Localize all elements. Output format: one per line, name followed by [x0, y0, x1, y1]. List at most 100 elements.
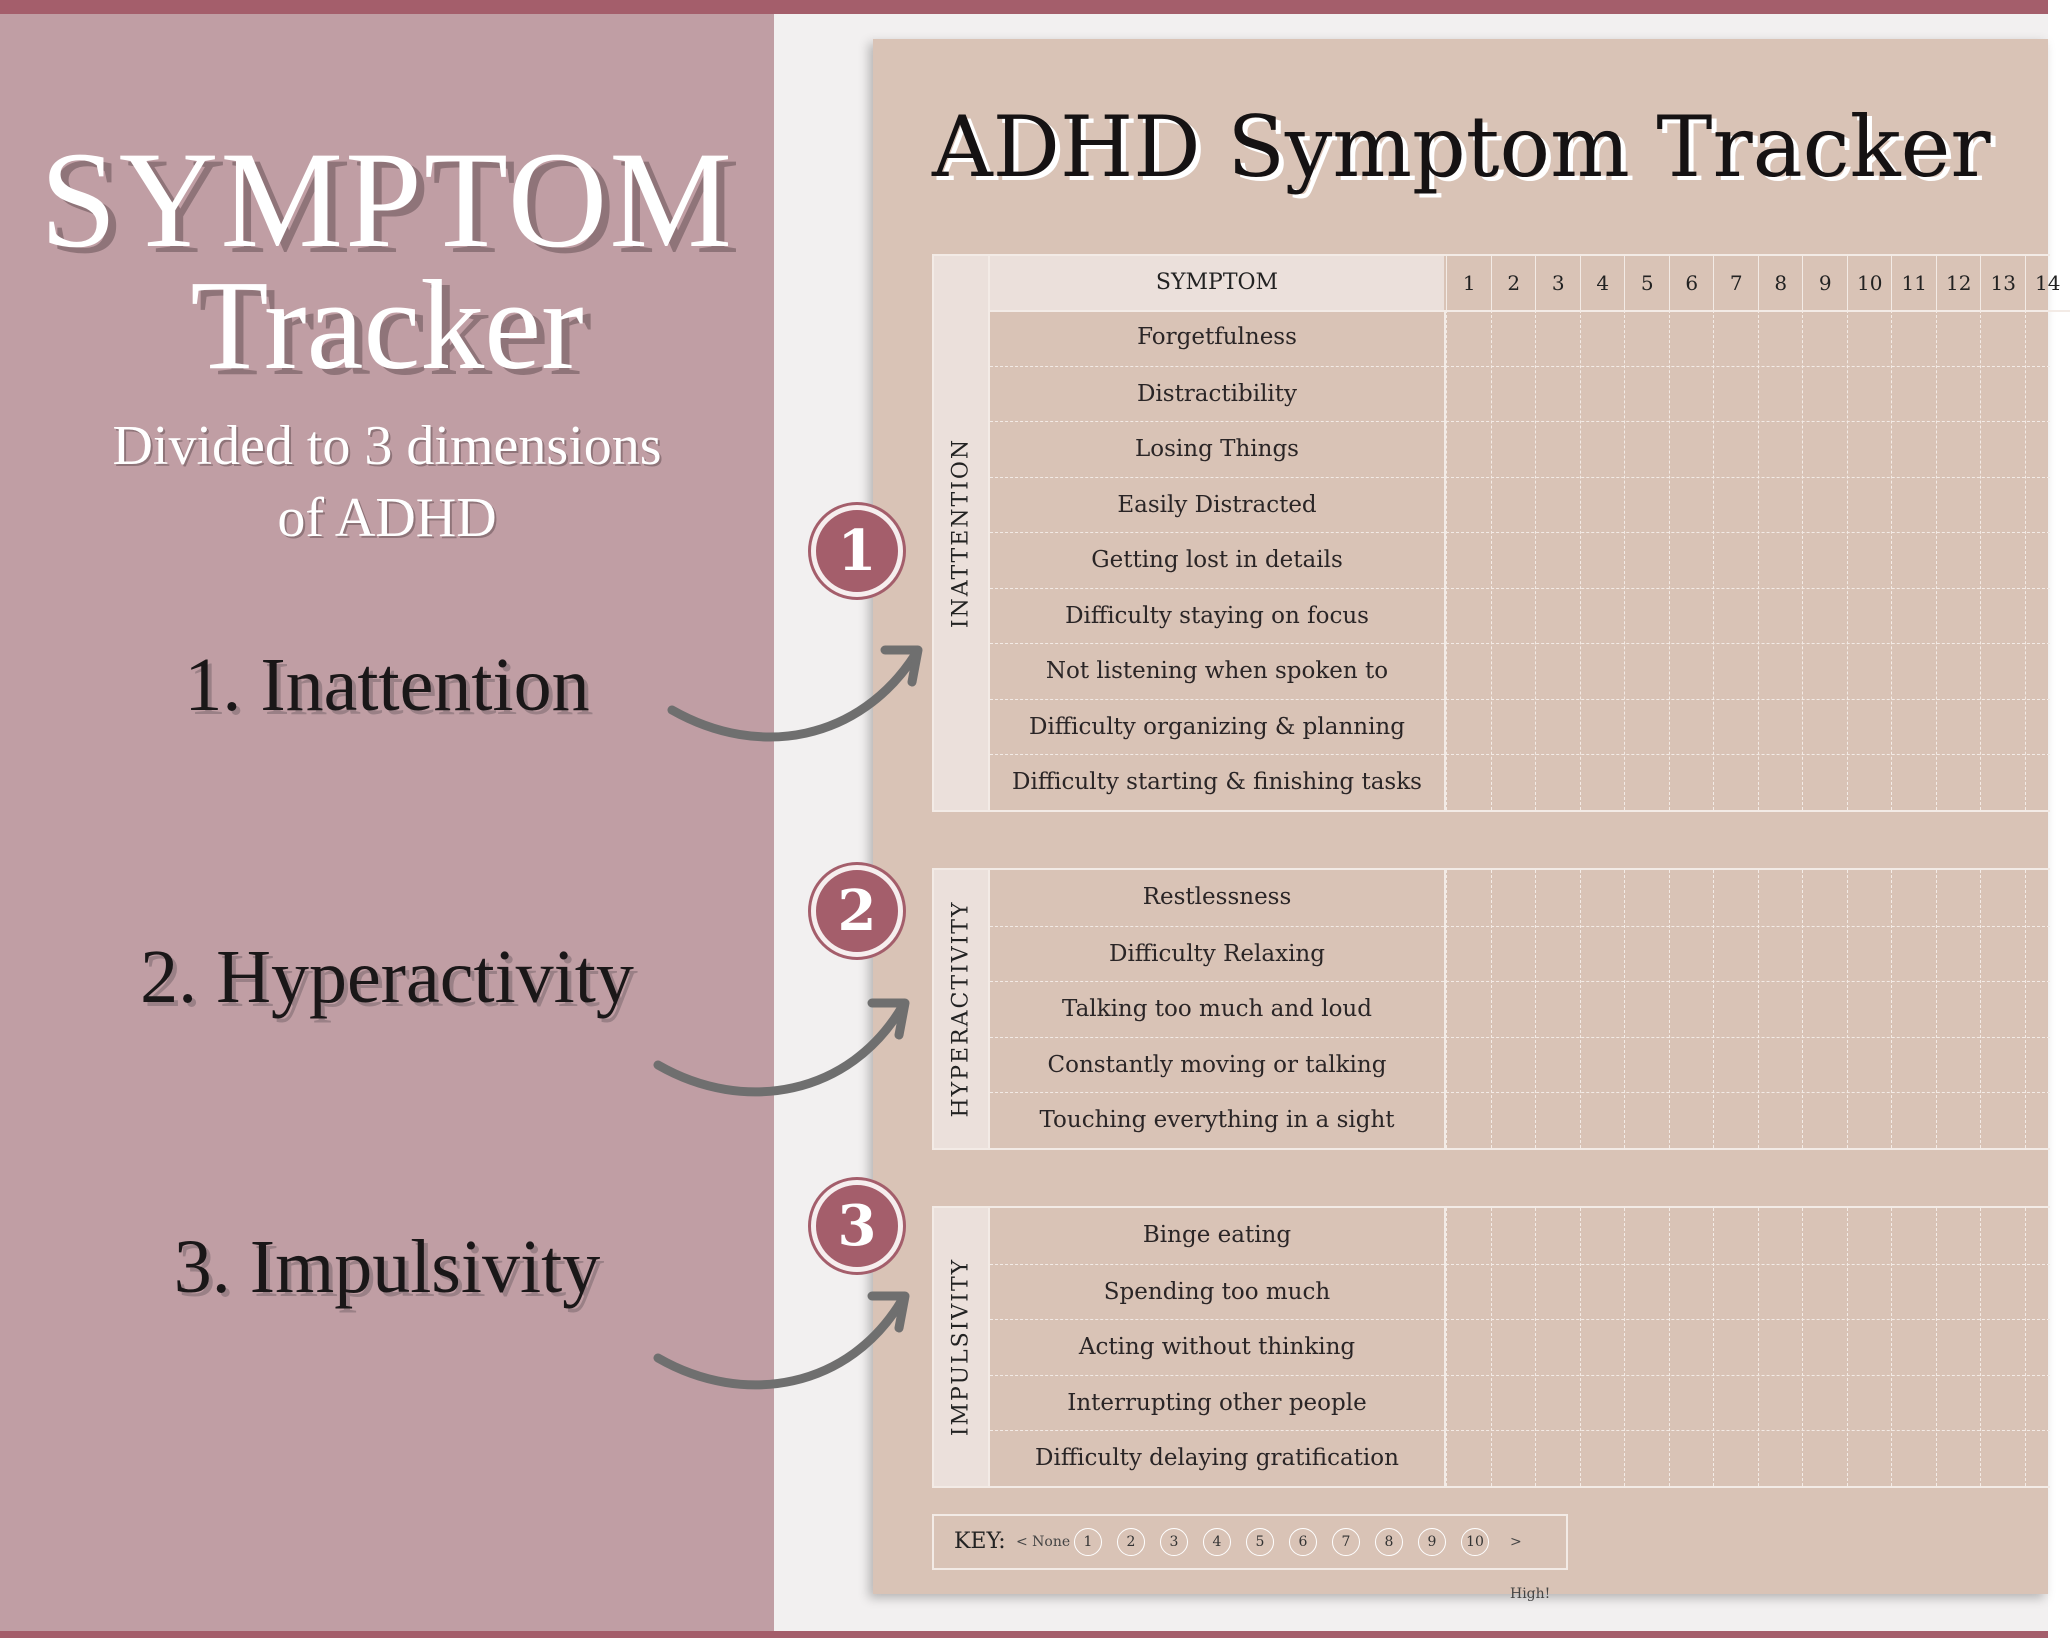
dimension-label-inattention: 1. Inattention: [184, 643, 590, 727]
tracking-grid[interactable]: [1446, 1208, 2050, 1486]
grid-column[interactable]: [1757, 310, 1804, 810]
key-level-circle: 6: [1289, 1528, 1317, 1556]
promo-title-line2: Tracker: [190, 254, 584, 396]
grid-column[interactable]: [1579, 1208, 1626, 1486]
grid-column[interactable]: [1624, 1208, 1670, 1486]
grid-column[interactable]: [1980, 1208, 2026, 1486]
grid-row-line: [1446, 925, 2050, 927]
grid-column[interactable]: [1713, 1208, 1759, 1486]
grid-column[interactable]: [1668, 870, 1715, 1148]
symptom-row-label: Losing Things: [990, 421, 1444, 478]
key-high-label: > High!: [1510, 1534, 1551, 1602]
key-label: KEY:: [954, 1529, 1006, 1554]
badge-3-icon: 3: [811, 1180, 903, 1272]
symptom-row-label: Interrupting other people: [990, 1374, 1444, 1432]
bottom-border: [0, 1631, 2048, 1638]
grid-column[interactable]: [1846, 1208, 1893, 1486]
grid-column[interactable]: [1802, 870, 1848, 1148]
section-label: INATTENTION: [934, 256, 990, 810]
grid-row-line: [1446, 587, 2050, 589]
symptom-row-label: Spending too much: [990, 1263, 1444, 1321]
grid-column[interactable]: [1935, 310, 1982, 810]
grid-column[interactable]: [1713, 310, 1759, 810]
grid-column[interactable]: [1935, 1208, 1982, 1486]
grid-column[interactable]: [1935, 870, 1982, 1148]
section-label: HYPERACTIVITY: [934, 870, 990, 1148]
grid-column[interactable]: [1579, 870, 1626, 1148]
grid-column[interactable]: [1891, 1208, 1937, 1486]
tracking-grid[interactable]: [1446, 870, 2050, 1148]
grid-column[interactable]: [1757, 1208, 1804, 1486]
day-column-header: 8: [1757, 256, 1803, 312]
grid-column[interactable]: [1490, 310, 1537, 810]
symptom-row-label: Easily Distracted: [990, 476, 1444, 534]
key-low-label: < None: [1016, 1534, 1071, 1550]
arrowhead-icon: [867, 1291, 910, 1333]
grid-column[interactable]: [1668, 1208, 1715, 1486]
grid-column[interactable]: [1980, 310, 2026, 810]
day-column-header: 13: [1980, 256, 2026, 312]
key-level-circle: 7: [1332, 1528, 1360, 1556]
grid-column[interactable]: [1446, 1208, 1492, 1486]
symptom-row-label: Difficulty staying on focus: [990, 587, 1444, 645]
grid-column[interactable]: [1891, 870, 1937, 1148]
day-column-header: 5: [1624, 256, 1670, 312]
grid-column[interactable]: [1490, 1208, 1537, 1486]
arrow-icon: [667, 650, 920, 742]
promo-subtitle: Divided to 3 dimensions of ADHD: [0, 410, 774, 554]
grid-column[interactable]: [1624, 870, 1670, 1148]
grid-column[interactable]: [2024, 310, 2070, 810]
badge-2-icon: 2: [811, 865, 903, 957]
grid-column[interactable]: [1624, 310, 1670, 810]
day-column-header: 2: [1490, 256, 1536, 312]
symptom-row-label: Constantly moving or talking: [990, 1036, 1444, 1094]
grid-column[interactable]: [1846, 310, 1893, 810]
symptom-column-header: SYMPTOM: [990, 256, 1444, 312]
grid-column[interactable]: [1490, 870, 1537, 1148]
sheet-title: ADHD Symptom Tracker: [932, 98, 1991, 196]
grid-column[interactable]: [1980, 870, 2026, 1148]
grid-row-line: [1446, 1263, 2050, 1265]
grid-column[interactable]: [1446, 870, 1492, 1148]
symptom-row-label: Difficulty organizing & planning: [990, 698, 1444, 756]
key-level-circle: 5: [1246, 1528, 1274, 1556]
top-border: [0, 0, 2048, 14]
grid-row-line: [1446, 1092, 2050, 1094]
symptom-row-label: Restlessness: [1142, 884, 1292, 910]
grid-row-line: [1446, 1374, 2050, 1376]
day-column-header: 9: [1802, 256, 1848, 312]
grid-column[interactable]: [1802, 310, 1848, 810]
symptom-row-label: Touching everything in a sight: [990, 1092, 1444, 1149]
grid-row-line: [1446, 643, 2050, 645]
grid-column[interactable]: [1446, 310, 1492, 810]
grid-column[interactable]: [1535, 870, 1581, 1148]
grid-column[interactable]: [1579, 310, 1626, 810]
grid-column[interactable]: [1757, 870, 1804, 1148]
grid-column[interactable]: [1713, 870, 1759, 1148]
tracking-grid[interactable]: [1446, 310, 2050, 810]
symptom-row-label: Not listening when spoken to: [990, 643, 1444, 700]
day-column-header: 1: [1446, 256, 1492, 312]
grid-column[interactable]: [1891, 310, 1937, 810]
key-level-circle: 4: [1203, 1528, 1231, 1556]
grid-row-line: [1446, 1319, 2050, 1321]
grid-column[interactable]: [1846, 870, 1893, 1148]
grid-column[interactable]: [1802, 1208, 1848, 1486]
grid-column[interactable]: [1668, 310, 1715, 810]
grid-column[interactable]: [2024, 870, 2070, 1148]
grid-column[interactable]: [1535, 310, 1581, 810]
symptom-row-label: Difficulty starting & finishing tasks: [990, 754, 1444, 811]
grid-row-line: [1446, 532, 2050, 534]
grid-column[interactable]: [1535, 1208, 1581, 1486]
dimension-label-impulsivity: 3. Impulsivity: [173, 1225, 601, 1309]
day-column-header: 12: [1935, 256, 1981, 312]
dimension-label-hyperactivity: 2. Hyperactivity: [140, 935, 634, 1019]
grid-column[interactable]: [2024, 1208, 2070, 1486]
